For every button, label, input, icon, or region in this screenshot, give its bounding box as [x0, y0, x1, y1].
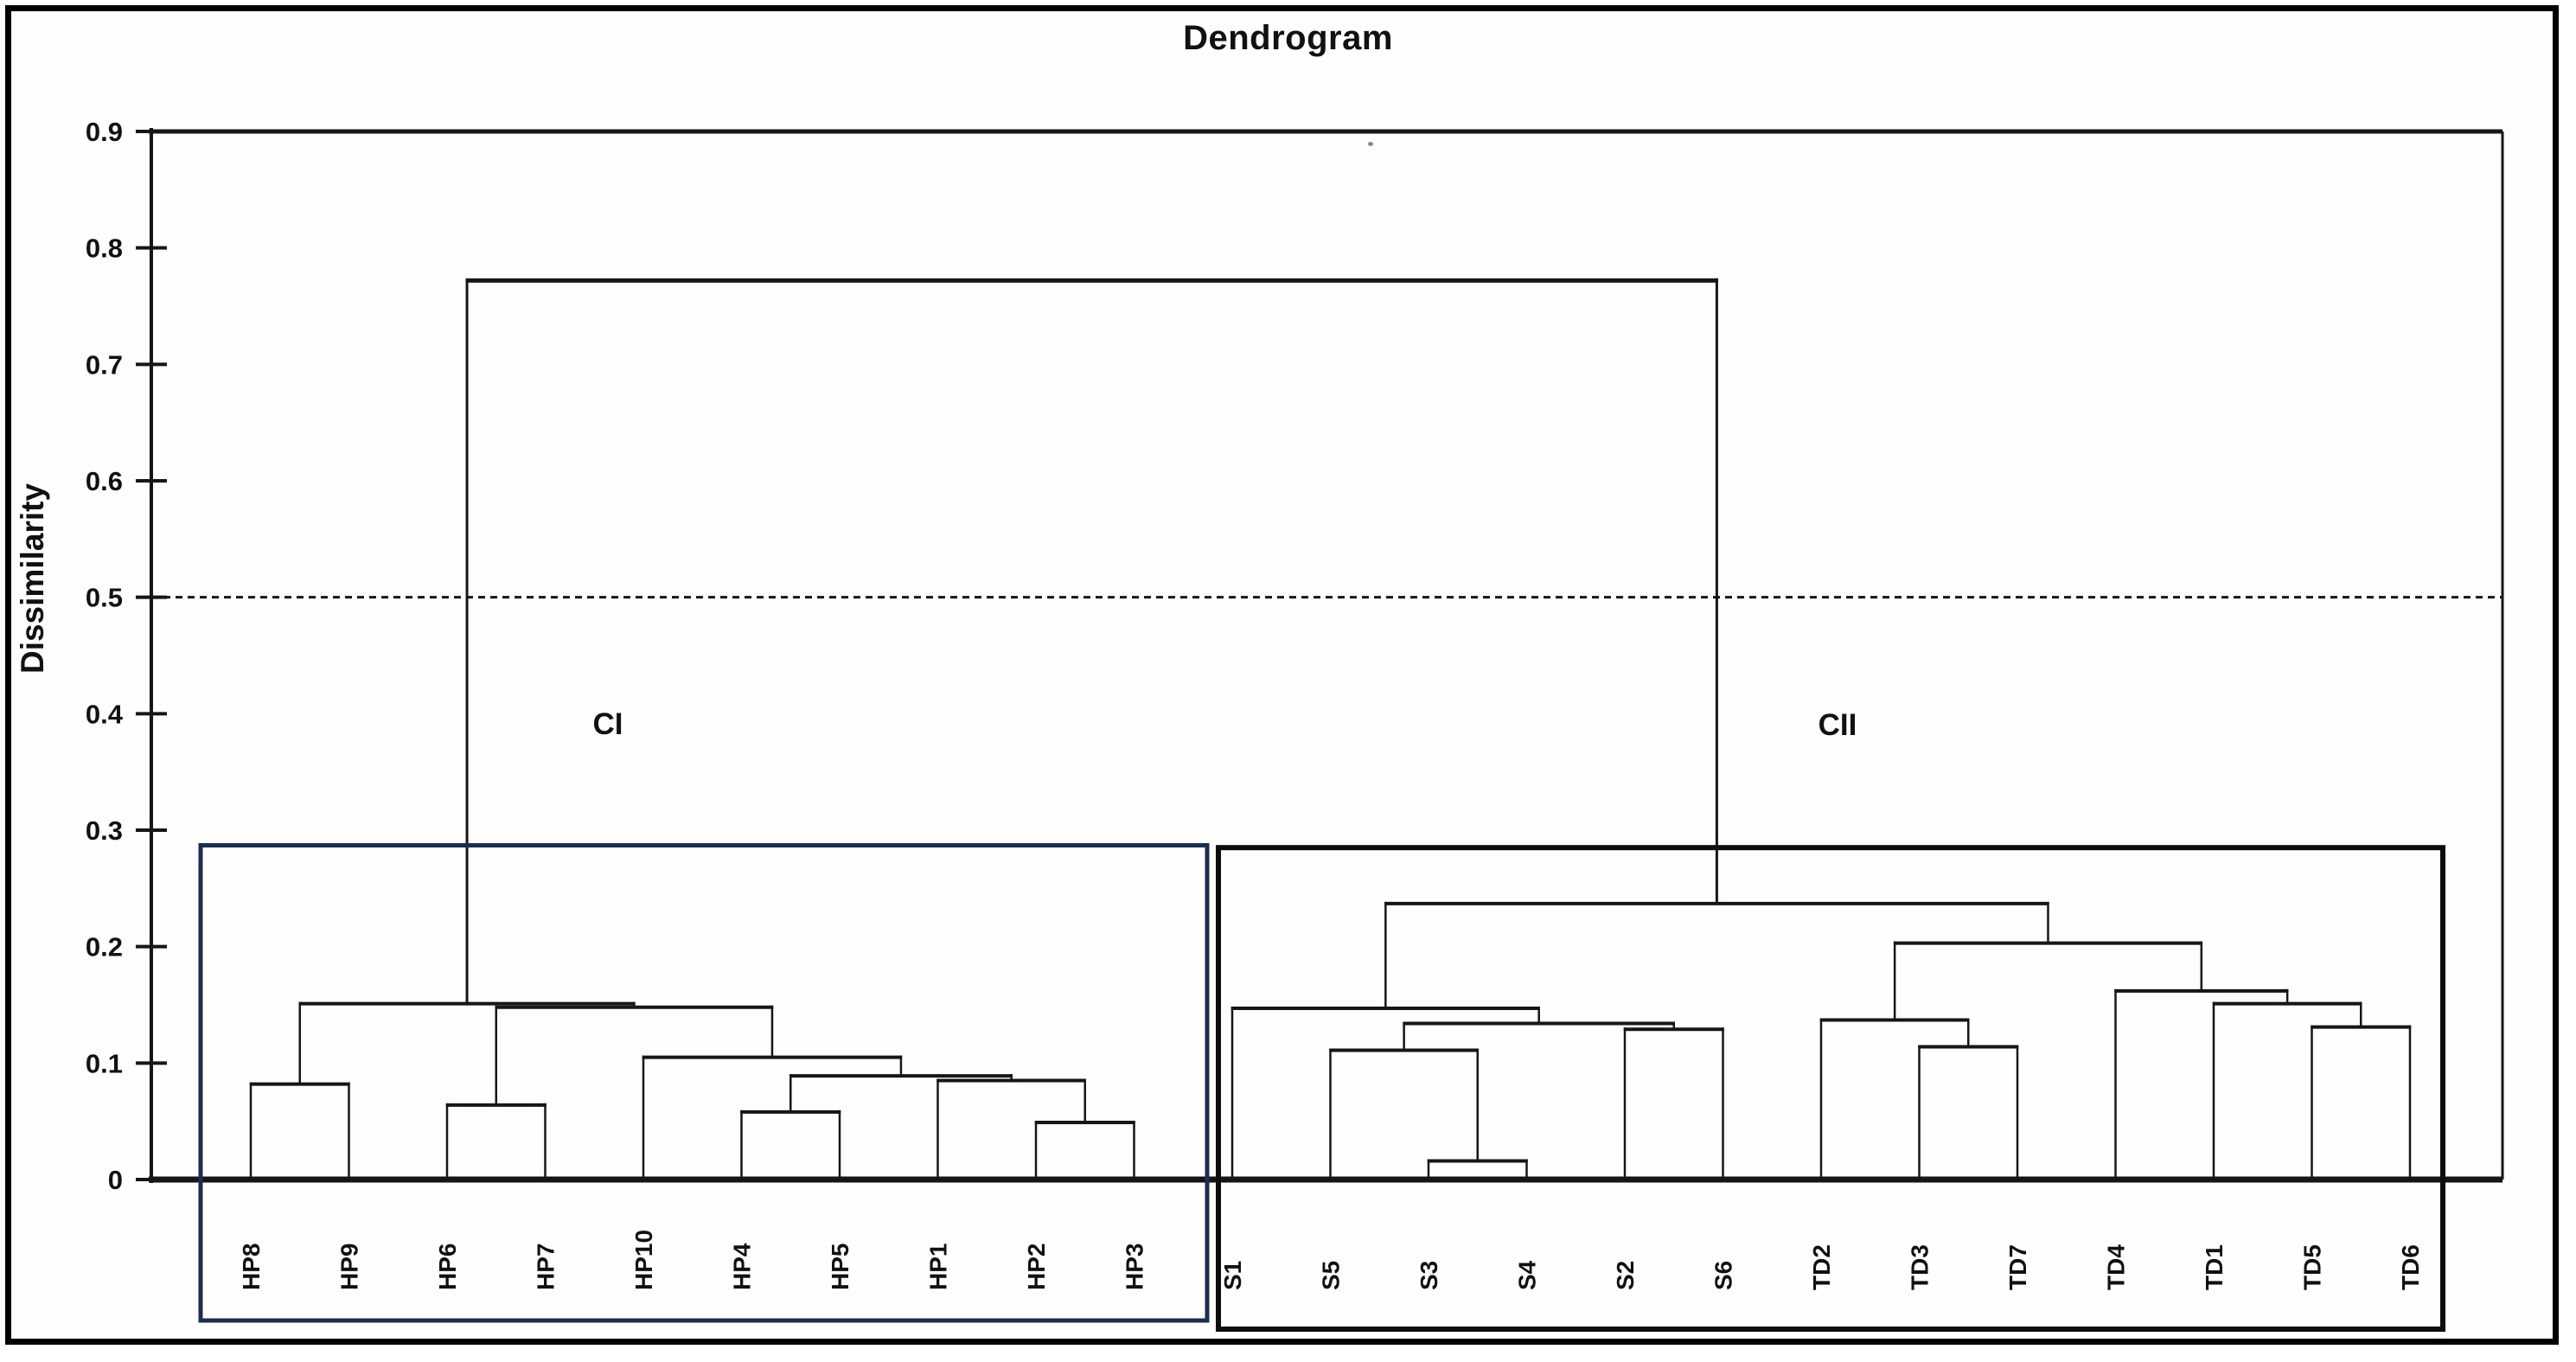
- cluster-labels: CI CII: [593, 707, 1857, 742]
- leaf-label: S5: [1318, 1261, 1345, 1290]
- leaf-label: TD5: [2299, 1244, 2326, 1290]
- cluster-box-cii: [1216, 845, 2445, 1332]
- leaf-label: S6: [1710, 1261, 1737, 1290]
- y-tick-label: 0.6: [86, 466, 123, 496]
- plot-frame-lines: [149, 128, 2504, 1183]
- leaf-label: HP9: [336, 1244, 363, 1290]
- leaf-label: TD2: [1808, 1244, 1835, 1290]
- y-tick-label: 0.1: [86, 1048, 123, 1078]
- leaf-label: TD6: [2397, 1244, 2424, 1290]
- leaf-label: HP10: [630, 1230, 657, 1290]
- leaf-label: S1: [1219, 1261, 1246, 1290]
- y-tick-label: 0.4: [86, 699, 124, 729]
- leaf-label: HP3: [1122, 1244, 1148, 1290]
- chart-title: Dendrogram: [1183, 19, 1393, 57]
- leaf-label: S4: [1514, 1260, 1541, 1290]
- y-tick-label: 0.3: [86, 815, 123, 846]
- figure-border: [5, 5, 2559, 1345]
- y-tick-label: 0.5: [86, 583, 123, 613]
- leaf-label: HP8: [238, 1244, 265, 1290]
- cluster-label-cii: CII: [1819, 708, 1857, 742]
- leaf-label: HP5: [827, 1244, 853, 1290]
- leaf-label: TD4: [2103, 1244, 2130, 1290]
- leaf-labels: HP8 HP9 HP6 HP7 HP10 HP4 HP5 HP1 HP2 HP3 S1 S5 S3 S4 S…: [238, 1230, 2424, 1290]
- stray-dot: [1368, 142, 1373, 146]
- leaf-label: TD1: [2201, 1244, 2228, 1290]
- leaf-label: HP1: [925, 1244, 952, 1290]
- leaf-label: S3: [1416, 1261, 1442, 1290]
- cluster-label-ci: CI: [593, 707, 623, 741]
- leaf-label: HP4: [729, 1243, 756, 1290]
- leaf-label: TD3: [1907, 1244, 1934, 1290]
- y-tick-label: 0.8: [86, 233, 123, 264]
- leaf-label: HP6: [434, 1244, 461, 1290]
- cluster-box-ci: [198, 843, 1210, 1323]
- leaf-label: HP2: [1023, 1244, 1050, 1290]
- dendrogram-links: [249, 278, 2412, 1180]
- y-tick-label: 0: [108, 1165, 123, 1195]
- y-tick-label: 0.9: [86, 117, 123, 147]
- leaf-label: S2: [1612, 1261, 1639, 1290]
- y-tick-label: 0.2: [86, 932, 123, 962]
- leaf-label: TD7: [2004, 1244, 2031, 1290]
- cluster-boxes: [198, 843, 2445, 1332]
- y-tick-label: 0.7: [86, 349, 123, 380]
- y-axis-ticks: 0.9 0.8 0.7 0.6 0.5 0.4 0.3 0.2 0.1 0: [86, 117, 167, 1195]
- leaf-label: HP7: [533, 1244, 559, 1290]
